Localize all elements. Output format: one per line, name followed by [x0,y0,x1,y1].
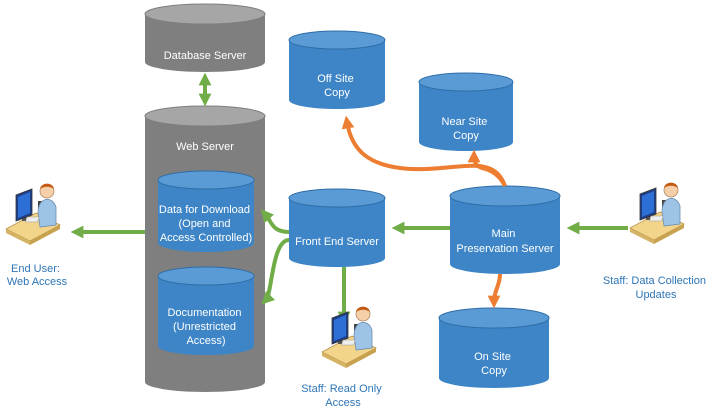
end-user-caption: End User: Web Access [7,263,68,288]
staff-updates-computer-icon [629,182,685,245]
end-user-computer-icon [5,183,61,246]
near-site-copy-cylinder[interactable]: Near Site Copy [418,72,514,151]
front-end-to-documentation-arrow [261,238,290,305]
staff-read-only-caption: Staff: Read Only Access [301,383,385,409]
staff-read-only-computer-icon [321,306,377,369]
off-site-copy-label: Off Site Copy [317,73,357,99]
database-server-cylinder[interactable]: Database Server [144,3,266,72]
off-site-copy-cylinder[interactable]: Off Site Copy [288,30,386,109]
database-server-label: Database Server [164,50,247,62]
on-site-copy-cylinder[interactable]: On Site Copy [438,307,550,388]
front-end-to-download-arrow [260,209,290,234]
data-for-download-label: Data for Download (Open and Access Contr… [159,204,253,244]
documentation-label: Documentation (Unrestricted Access) [167,307,244,347]
front-end-server-cylinder[interactable]: Front End Server [288,188,386,267]
data-for-download-cylinder[interactable]: Data for Download (Open and Access Contr… [157,170,255,252]
near-site-copy-label: Near Site Copy [442,116,491,142]
on-site-copy-label: On Site Copy [474,351,514,377]
main-to-near-site-arrow [467,149,507,187]
front-end-server-label: Front End Server [295,236,379,248]
staff-updates-caption: Staff: Data Collection Updates [603,275,709,301]
main-preservation-server-label: Main Preservation Server [456,228,554,255]
main-preservation-server-cylinder[interactable]: Main Preservation Server [449,185,561,274]
web-server-label: Web Server [176,141,234,153]
main-to-on-site-arrow [487,273,502,309]
documentation-cylinder[interactable]: Documentation (Unrestricted Access) [157,266,255,355]
